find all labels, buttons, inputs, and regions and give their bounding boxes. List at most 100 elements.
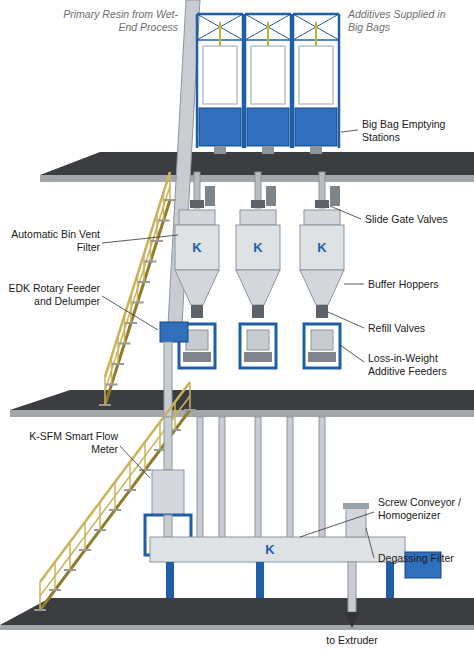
- callout-label: Automatic Bin Vent Filter: [6, 228, 100, 253]
- frame-post: [338, 14, 341, 148]
- callout-label: EDK Rotary Feeder and Delumper: [6, 282, 100, 307]
- refill-valve: [252, 305, 264, 318]
- slide-gate: [251, 200, 265, 208]
- stair-step: [119, 343, 131, 345]
- feeder-frame: [304, 324, 340, 368]
- outlet-spout: [310, 146, 322, 154]
- hopper-cone: [175, 270, 219, 305]
- stair-post: [124, 316, 126, 344]
- stair-step: [124, 489, 136, 491]
- stair-step: [34, 609, 46, 611]
- stair-post: [104, 377, 106, 405]
- leader-line: [344, 284, 364, 285]
- stair-step: [138, 281, 150, 283]
- big-bag: [299, 46, 333, 104]
- leader-line: [300, 512, 374, 537]
- frame-beam: [197, 13, 243, 16]
- stair-step: [151, 240, 163, 242]
- frame-post: [196, 14, 199, 148]
- frame-post: [290, 14, 293, 148]
- outlet-spout: [262, 146, 274, 154]
- callout-label: Loss-in-Weight Additive Feeders: [368, 352, 468, 377]
- feeder-hopper: [311, 330, 333, 350]
- leader-line: [366, 528, 374, 558]
- callout-label: Screw Conveyor / Homogenizer: [378, 496, 470, 521]
- callout-label: Buffer Hoppers: [368, 278, 468, 291]
- hoist-hook: [315, 22, 317, 46]
- feeder-hopper: [247, 330, 269, 350]
- discharge-station: [295, 108, 337, 146]
- arrow-head: [344, 612, 360, 628]
- screw-conveyor: [150, 537, 405, 562]
- stair-post: [137, 275, 139, 303]
- bin-vent-filter: [179, 210, 215, 225]
- stair-step: [109, 509, 121, 511]
- frame-beam: [245, 13, 291, 16]
- stair-post: [54, 562, 56, 590]
- stair-step: [125, 322, 137, 324]
- slide-gate: [315, 200, 329, 208]
- feeder-screw: [244, 352, 272, 362]
- big-bag: [203, 46, 237, 104]
- stair-post: [159, 422, 161, 450]
- flow-meter: [152, 470, 184, 515]
- conveyor-leg: [386, 562, 394, 598]
- refill-valve: [316, 305, 328, 318]
- frame-post: [292, 14, 295, 148]
- motor: [205, 186, 215, 206]
- stair-step: [145, 261, 157, 263]
- leader-line: [341, 130, 358, 132]
- stair-rail: [105, 172, 170, 377]
- stair-rail: [105, 186, 170, 391]
- callout-label: Slide Gate Valves: [365, 213, 465, 226]
- stair-step: [184, 409, 196, 411]
- feeder-hopper: [186, 330, 208, 350]
- conveyor-leg: [166, 562, 174, 598]
- stair-post: [143, 254, 145, 282]
- discharge-station: [247, 108, 289, 146]
- hopper-cone: [236, 270, 280, 305]
- stair-step: [94, 529, 106, 531]
- stair-post: [114, 482, 116, 510]
- buffer-hopper: [175, 225, 219, 270]
- stair-post: [99, 502, 101, 530]
- degassing-filter: [346, 508, 366, 537]
- big-bag: [251, 46, 285, 104]
- stair-stringer: [105, 200, 170, 405]
- stair-step: [112, 363, 124, 365]
- logo-letter: K: [187, 241, 207, 254]
- stair-post: [163, 193, 165, 221]
- source-note: Primary Resin from Wet-End Process: [58, 8, 178, 33]
- stair-post: [69, 542, 71, 570]
- refill-valve: [191, 305, 203, 318]
- logo-letter: K: [260, 543, 280, 556]
- floor-edge: [10, 410, 474, 417]
- stair-post: [39, 582, 41, 610]
- slide-gate: [190, 200, 204, 208]
- stair-step: [164, 199, 176, 201]
- callout-label: to Extruder: [310, 634, 394, 647]
- leader-line: [340, 345, 364, 362]
- conveyor-leg: [256, 562, 264, 598]
- feeder-screw: [183, 352, 211, 362]
- stair-post: [169, 172, 171, 200]
- discharge-station: [199, 108, 241, 146]
- feeder-frame: [240, 324, 276, 368]
- hoist-hook: [267, 22, 269, 46]
- drop-pipe: [219, 417, 225, 538]
- logo-letter: K: [312, 241, 332, 254]
- outlet-pipe: [348, 562, 356, 612]
- stair-step: [49, 589, 61, 591]
- leader-line: [102, 296, 158, 330]
- filter-cap: [343, 503, 369, 509]
- stair-step: [79, 549, 91, 551]
- buffer-hopper: [300, 225, 344, 270]
- drop-pipe: [255, 417, 261, 538]
- source-note: Additives Supplied in Big Bags: [348, 8, 458, 33]
- resin-pipe: [164, 515, 172, 537]
- stair-post: [117, 336, 119, 364]
- stair-post: [129, 462, 131, 490]
- frame-beam: [293, 13, 339, 16]
- stair-post: [174, 402, 176, 430]
